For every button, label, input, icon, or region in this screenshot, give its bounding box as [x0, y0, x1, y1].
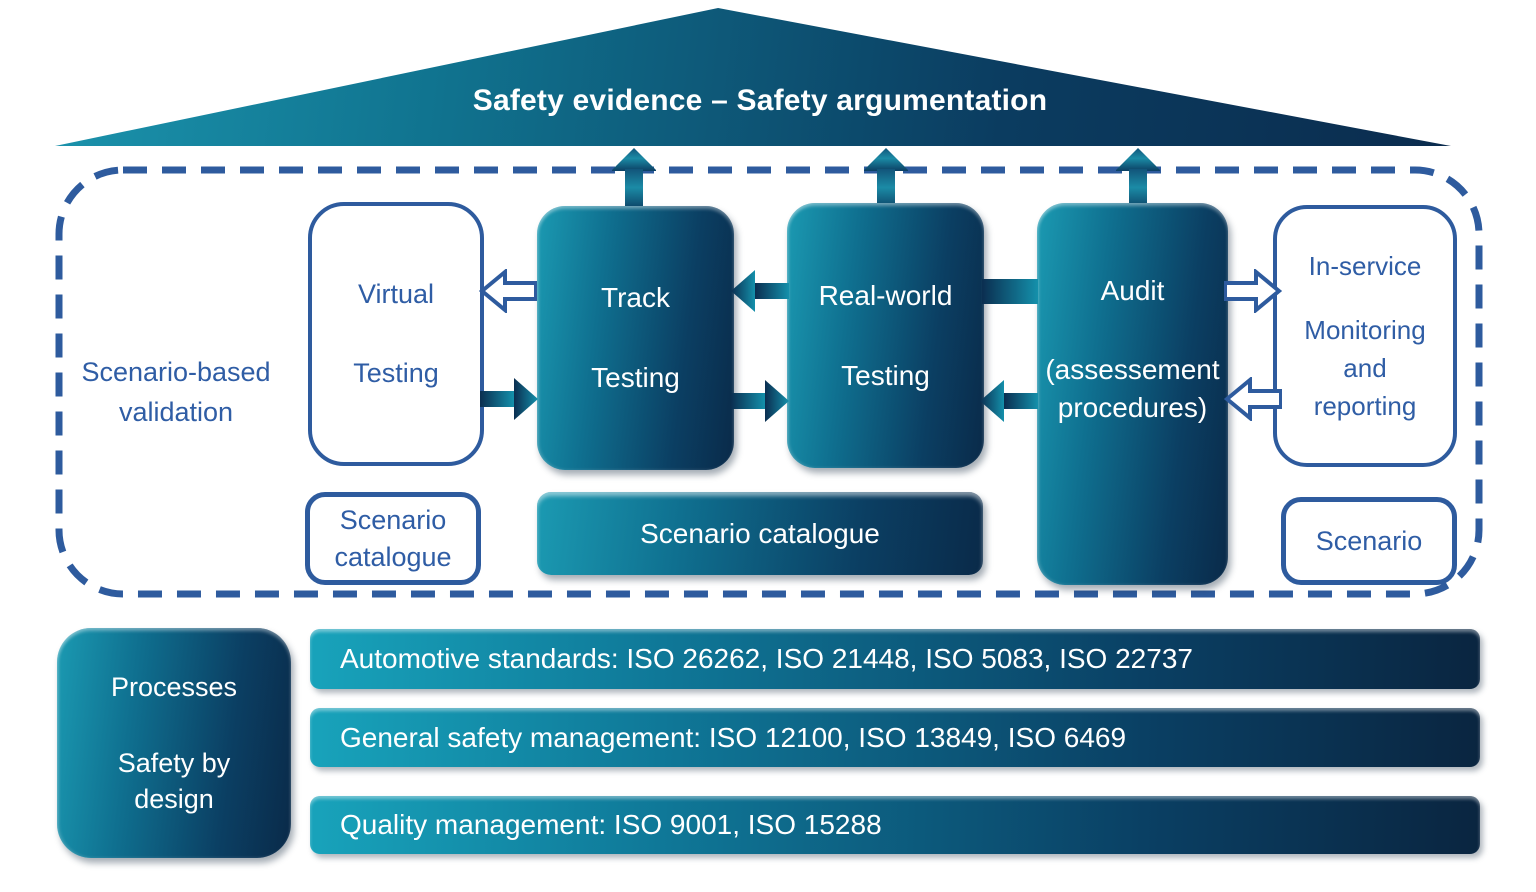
virtual-testing-box: Virtual Testing	[308, 202, 484, 466]
standards-bar-quality-label: Quality management: ISO 9001, ISO 15288	[340, 809, 882, 840]
processes-lines: Safety by design	[118, 745, 231, 817]
in-service-line3: reporting	[1313, 391, 1417, 421]
hollow-arrow-right-icon	[1224, 269, 1282, 313]
real-world-testing-box: Real-world Testing	[787, 203, 984, 468]
standards-bar-general-safety-label: General safety management: ISO 12100, IS…	[340, 721, 1127, 753]
audit-title: Audit	[1100, 275, 1165, 306]
up-arrow-icon	[864, 148, 908, 210]
scenario-catalogue-bar-label: Scenario catalogue	[640, 517, 880, 549]
roof-title: Safety evidence – Safety argumentation	[472, 84, 1048, 117]
track-testing-line2: Testing	[591, 362, 680, 393]
standards-bar-quality: Quality management: ISO 9001, ISO 15288	[310, 796, 1480, 854]
solid-arrow-right-icon	[731, 380, 789, 422]
connector-stem	[982, 279, 1038, 304]
virtual-testing-line1: Virtual	[357, 279, 435, 309]
virtual-testing-line2: Testing	[353, 358, 439, 388]
audit-box: Audit (assessement procedures)	[1037, 203, 1228, 585]
side-label-line1: Scenario-based	[81, 357, 271, 387]
up-arrow-icon	[612, 148, 656, 210]
processes-line1: Processes	[110, 672, 238, 702]
scenario-catalogue-small-line1: Scenario	[339, 504, 447, 535]
solid-arrow-left-icon	[731, 270, 789, 312]
hollow-arrow-left-icon	[479, 269, 537, 313]
up-arrow-icon	[1116, 148, 1160, 210]
track-testing-box: Track Testing	[537, 206, 734, 470]
track-testing-line1: Track	[601, 282, 670, 313]
side-label-line2: validation	[118, 397, 234, 427]
scenario-based-validation-label: Scenario-based validation	[60, 352, 292, 432]
solid-arrow-left-icon	[980, 380, 1038, 422]
audit-subtitle-line2: procedures)	[1057, 392, 1208, 423]
validation-frame-border	[55, 166, 1483, 598]
in-service-line2: and	[1343, 353, 1387, 383]
processes-box: Processes Safety by design	[57, 628, 291, 858]
in-service-box: In-service Monitoring and reporting	[1273, 205, 1457, 467]
in-service-title: In-service	[1308, 251, 1422, 281]
processes-line3: design	[134, 784, 214, 814]
processes-line2: Safety by	[117, 748, 231, 778]
scenario-catalogue-box-small: Scenario catalogue	[305, 492, 481, 585]
real-world-testing-line2: Testing	[841, 359, 930, 391]
standards-bar-automotive-label: Automotive standards: ISO 26262, ISO 214…	[340, 643, 1193, 674]
scenario-box: Scenario	[1281, 497, 1457, 585]
roof-triangle	[55, 8, 1451, 146]
audit-subtitle: (assessement procedures)	[1045, 351, 1219, 427]
standards-bar-general-safety: General safety management: ISO 12100, IS…	[310, 708, 1480, 767]
audit-subtitle-line1: (assessement	[1045, 354, 1220, 385]
in-service-line1: Monitoring	[1304, 315, 1426, 345]
scenario-box-label: Scenario	[1315, 525, 1423, 556]
solid-arrow-right-icon	[480, 378, 538, 420]
scenario-catalogue-small-line2: catalogue	[334, 541, 452, 572]
scenario-catalogue-bar: Scenario catalogue	[537, 492, 983, 575]
hollow-arrow-left-icon	[1224, 377, 1282, 421]
real-world-testing-line1: Real-world	[818, 279, 953, 311]
in-service-lines: Monitoring and reporting	[1304, 311, 1425, 425]
standards-bar-automotive: Automotive standards: ISO 26262, ISO 214…	[310, 629, 1480, 689]
